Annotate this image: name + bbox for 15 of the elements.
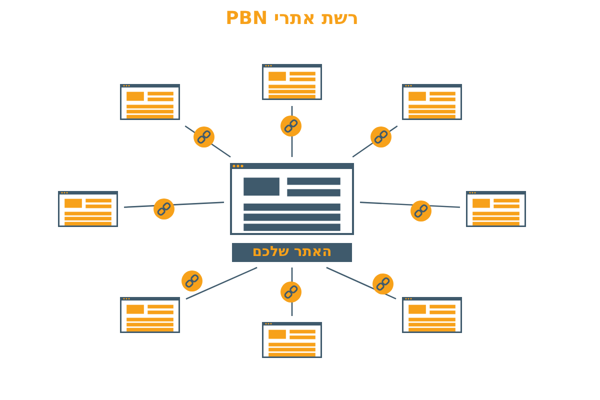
label-band: האתר שלכם — [232, 242, 352, 262]
website-window-drawing — [120, 297, 180, 333]
website-window-drawing — [58, 191, 118, 227]
website-window-drawing — [402, 84, 462, 120]
title: רשת אתרי PBN — [224, 8, 360, 30]
website-window-drawing — [120, 84, 180, 120]
website-window-drawing — [230, 163, 354, 235]
connector-line — [326, 266, 396, 300]
website-window-drawing — [262, 64, 322, 100]
website-window-drawing — [262, 322, 322, 358]
website-window-drawing — [402, 297, 462, 333]
connector-line — [186, 266, 258, 300]
connector-line — [124, 202, 224, 208]
connector-line — [360, 202, 460, 208]
website-window-drawing — [466, 191, 526, 227]
